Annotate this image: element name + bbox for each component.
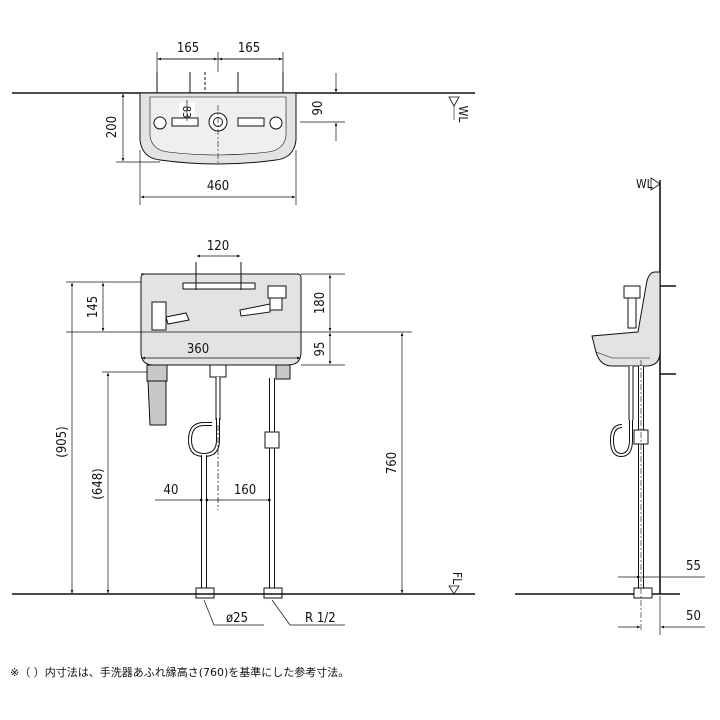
label-water-level-plan: WL (456, 106, 470, 123)
front-dimension-labels: 120 145 180 95 360 (905) (648) 760 40 16… (55, 239, 400, 626)
dim-rim-reference: (648) (91, 468, 106, 499)
label-water-level-side: WL (636, 177, 653, 191)
dim-faucet-spacing: 120 (207, 239, 229, 254)
basin-side-profile (591, 271, 661, 367)
dim-wall-offset: 50 (686, 609, 701, 624)
dim-drain-offset: 40 (164, 483, 179, 498)
water-level-marker-plan: WL (448, 96, 470, 123)
dim-upper: 145 (86, 296, 101, 318)
footnote: ※（ ）内寸法は、手洗器あふれ縁高さ(760)を基準にした参考寸法。 (10, 666, 350, 679)
dim-total-height: (905) (55, 426, 70, 457)
dim-bowl-height: 180 (313, 292, 328, 314)
label-supply-size: R 1/2 (305, 611, 336, 626)
dim-plan-right-offset: 165 (238, 41, 260, 56)
dim-plan-left-offset: 165 (177, 41, 199, 56)
label-floor-level: FL (450, 572, 464, 584)
dim-pipe-projection: 55 (686, 559, 701, 574)
plan-dimension-labels: 165 165 200 90 83 460 (105, 41, 326, 194)
side-dimension-labels: 55 50 (686, 559, 701, 624)
front-faucet-left (151, 301, 167, 331)
faucet-hole-left (153, 116, 167, 130)
faucet-hole-right (269, 116, 283, 130)
dim-lower: 95 (313, 342, 328, 357)
side-faucet (623, 285, 641, 299)
dim-rim-height: 760 (385, 452, 400, 474)
side-view (515, 180, 680, 630)
dim-plan-height: 200 (105, 116, 120, 138)
dim-pipe-spacing: 160 (234, 483, 256, 498)
floor-level-marker-front: FL (448, 572, 464, 595)
dim-plan-back-depth: 90 (311, 101, 326, 116)
supply-valve (264, 431, 280, 449)
front-faucet-right (267, 285, 287, 299)
front-view (140, 262, 302, 599)
label-drain-size: ø25 (226, 611, 248, 626)
plan-view (12, 72, 475, 165)
dim-plan-drain-offset: 83 (180, 106, 193, 119)
dim-plan-width: 460 (207, 179, 229, 194)
dim-bowl-inner-width: 360 (187, 342, 209, 357)
water-level-marker-side: WL (636, 177, 661, 191)
